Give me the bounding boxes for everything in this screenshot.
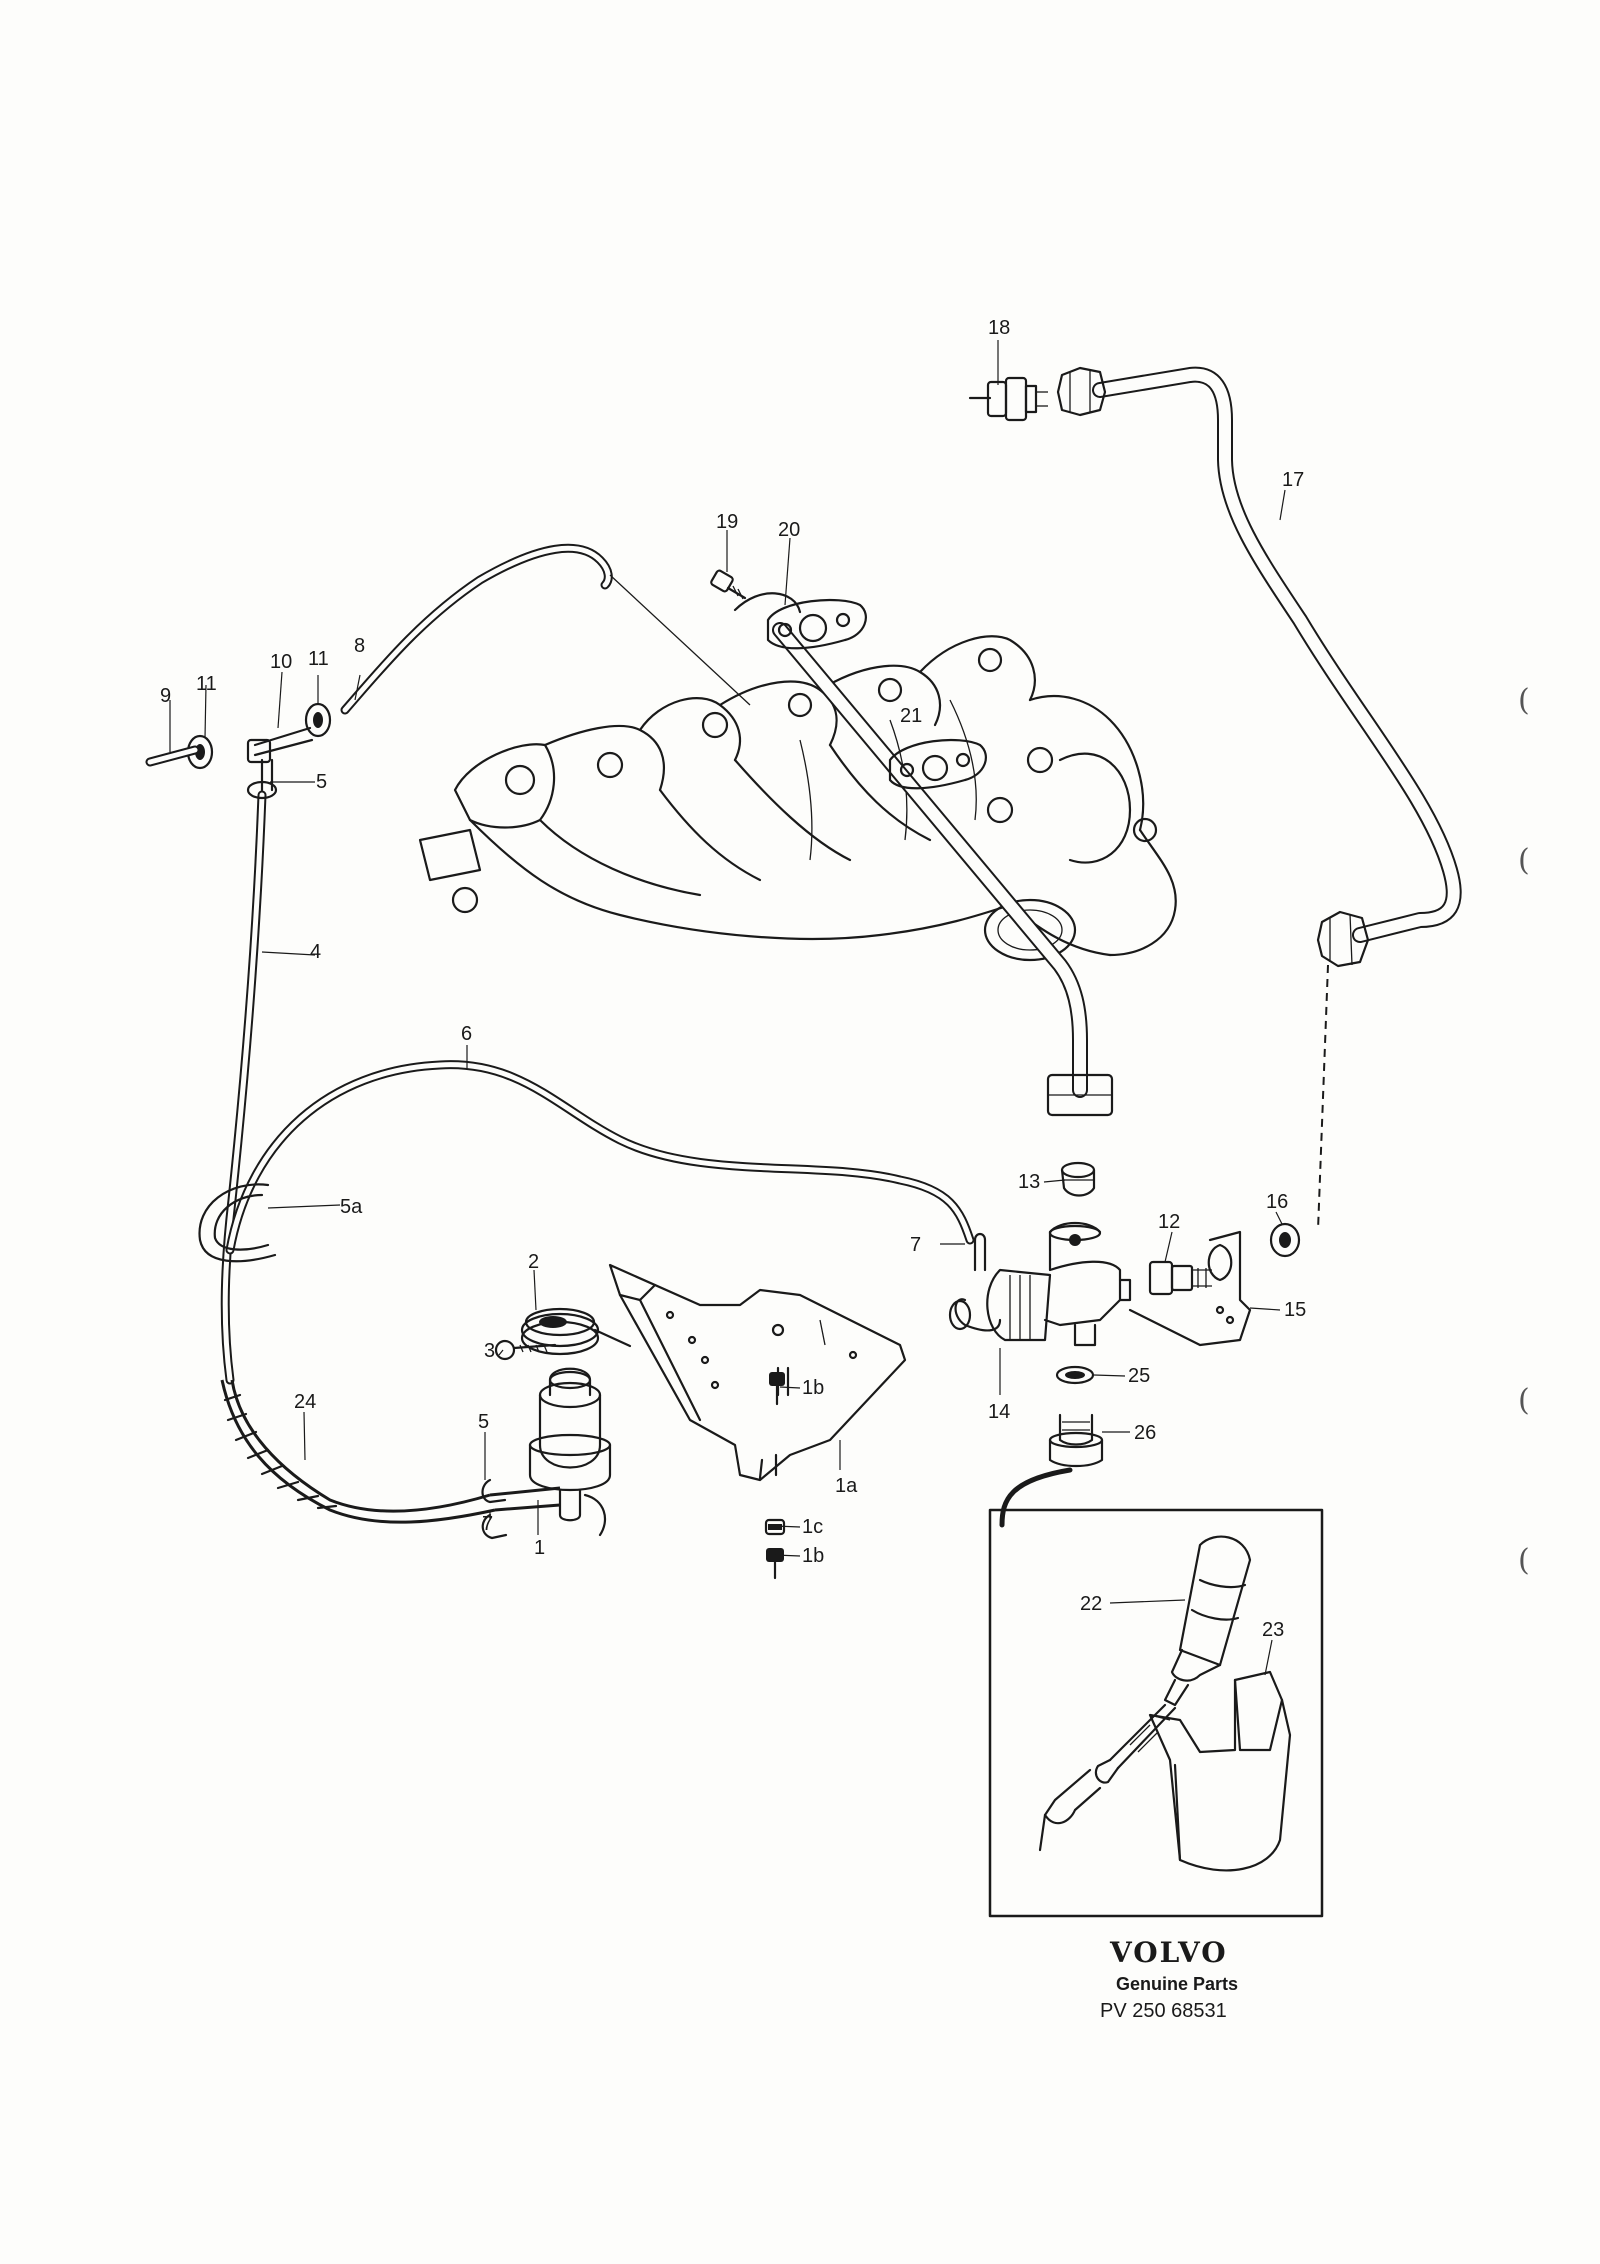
callout-7-left: 7 [482, 1513, 493, 1535]
callout-15: 15 [1284, 1299, 1306, 1321]
bolt-19 [710, 569, 747, 600]
clip-5a [198, 1183, 277, 1263]
callout-21: 21 [900, 705, 922, 727]
nut-1c [764, 1518, 786, 1536]
callout-24: 24 [294, 1391, 316, 1413]
callout-11-left: 11 [196, 673, 217, 695]
screw-3 [494, 1339, 557, 1361]
pipe-17 [1056, 366, 1462, 1231]
fitting-12 [1148, 1260, 1212, 1296]
exhaust-manifold [418, 635, 1177, 962]
bolt-26 [1048, 1413, 1104, 1468]
gasket-20 [733, 592, 867, 650]
spring-2 [520, 1307, 632, 1356]
svg-text:(: ( [1518, 1543, 1530, 1578]
washer-16 [1269, 1222, 1301, 1258]
callout-1a: 1a [835, 1475, 858, 1497]
callout-5a: 5a [340, 1196, 363, 1218]
bracket-15 [1128, 1230, 1252, 1347]
callout-2: 2 [528, 1251, 539, 1273]
hose-8 [340, 543, 751, 715]
svg-text:(: ( [1518, 683, 1530, 718]
callout-1b-upper: 1b [802, 1377, 824, 1399]
washer-25 [1055, 1365, 1095, 1385]
bracket-1a [608, 1263, 907, 1482]
clip-5-lower [481, 1478, 507, 1504]
bolt-1b-upper [769, 1372, 785, 1406]
volvo-logo: VOLVO [1109, 1936, 1228, 1969]
callout-5-lower: 5 [478, 1411, 489, 1433]
leader-lines [169, 340, 1286, 1676]
callout-8: 8 [354, 635, 365, 657]
callout-1b-lower: 1b [802, 1545, 824, 1567]
callout-18: 18 [988, 317, 1010, 339]
callout-14: 14 [988, 1401, 1010, 1423]
sensor-22 [1038, 1535, 1252, 1852]
genuine-parts-label: Genuine Parts [1116, 1974, 1238, 1994]
callouts: 18 17 19 20 21 8 11 10 11 9 5 4 6 5a 7 2… [160, 317, 1306, 1641]
vacuum-unit-14 [948, 1221, 1132, 1347]
callout-25: 25 [1128, 1365, 1150, 1387]
bolt-1b-lower [766, 1548, 784, 1580]
clip-7-left [481, 1513, 508, 1540]
callout-1c: 1c [802, 1516, 823, 1538]
adapter-18 [968, 376, 1048, 422]
pipe-21 [772, 622, 1114, 1117]
svg-text:(: ( [1518, 843, 1530, 878]
callout-4: 4 [310, 941, 321, 963]
part-number: PV 250 68531 [1100, 2000, 1227, 2022]
fitting-13 [1060, 1161, 1096, 1197]
sensor-cable [999, 1467, 1073, 1528]
callout-20: 20 [778, 519, 800, 541]
callout-23: 23 [1262, 1619, 1284, 1641]
callout-9: 9 [160, 685, 171, 707]
callout-12: 12 [1158, 1211, 1180, 1233]
callout-16: 16 [1266, 1191, 1288, 1213]
footer-branding: VOLVO Genuine Parts PV 250 68531 [1100, 1936, 1238, 2022]
svg-text:(: ( [1518, 1383, 1530, 1418]
callout-3: 3 [484, 1340, 495, 1362]
cover-23 [1148, 1670, 1292, 1872]
margin-marks: ( ( ( ( [1518, 683, 1530, 1578]
callout-6: 6 [461, 1023, 472, 1045]
callout-26: 26 [1134, 1422, 1156, 1444]
callout-17: 17 [1282, 469, 1304, 491]
callout-5-top: 5 [316, 771, 327, 793]
clip-11-right [304, 702, 332, 738]
callout-22: 22 [1080, 1593, 1102, 1615]
callout-7-right: 7 [910, 1234, 921, 1256]
callout-11-right: 11 [308, 648, 329, 670]
gasket-21-flange [888, 738, 987, 790]
harness-24 [220, 1379, 561, 1524]
t-piece-10 [246, 726, 314, 792]
callout-10: 10 [270, 651, 292, 673]
callout-13: 13 [1018, 1171, 1040, 1193]
callout-1: 1 [534, 1537, 545, 1559]
callout-19: 19 [716, 511, 738, 533]
hose-6 [225, 1060, 975, 1255]
hose-4 [220, 780, 278, 1385]
hose-9 [145, 745, 200, 767]
inset-detail-box [988, 1508, 1324, 1918]
valve-1 [528, 1367, 612, 1537]
